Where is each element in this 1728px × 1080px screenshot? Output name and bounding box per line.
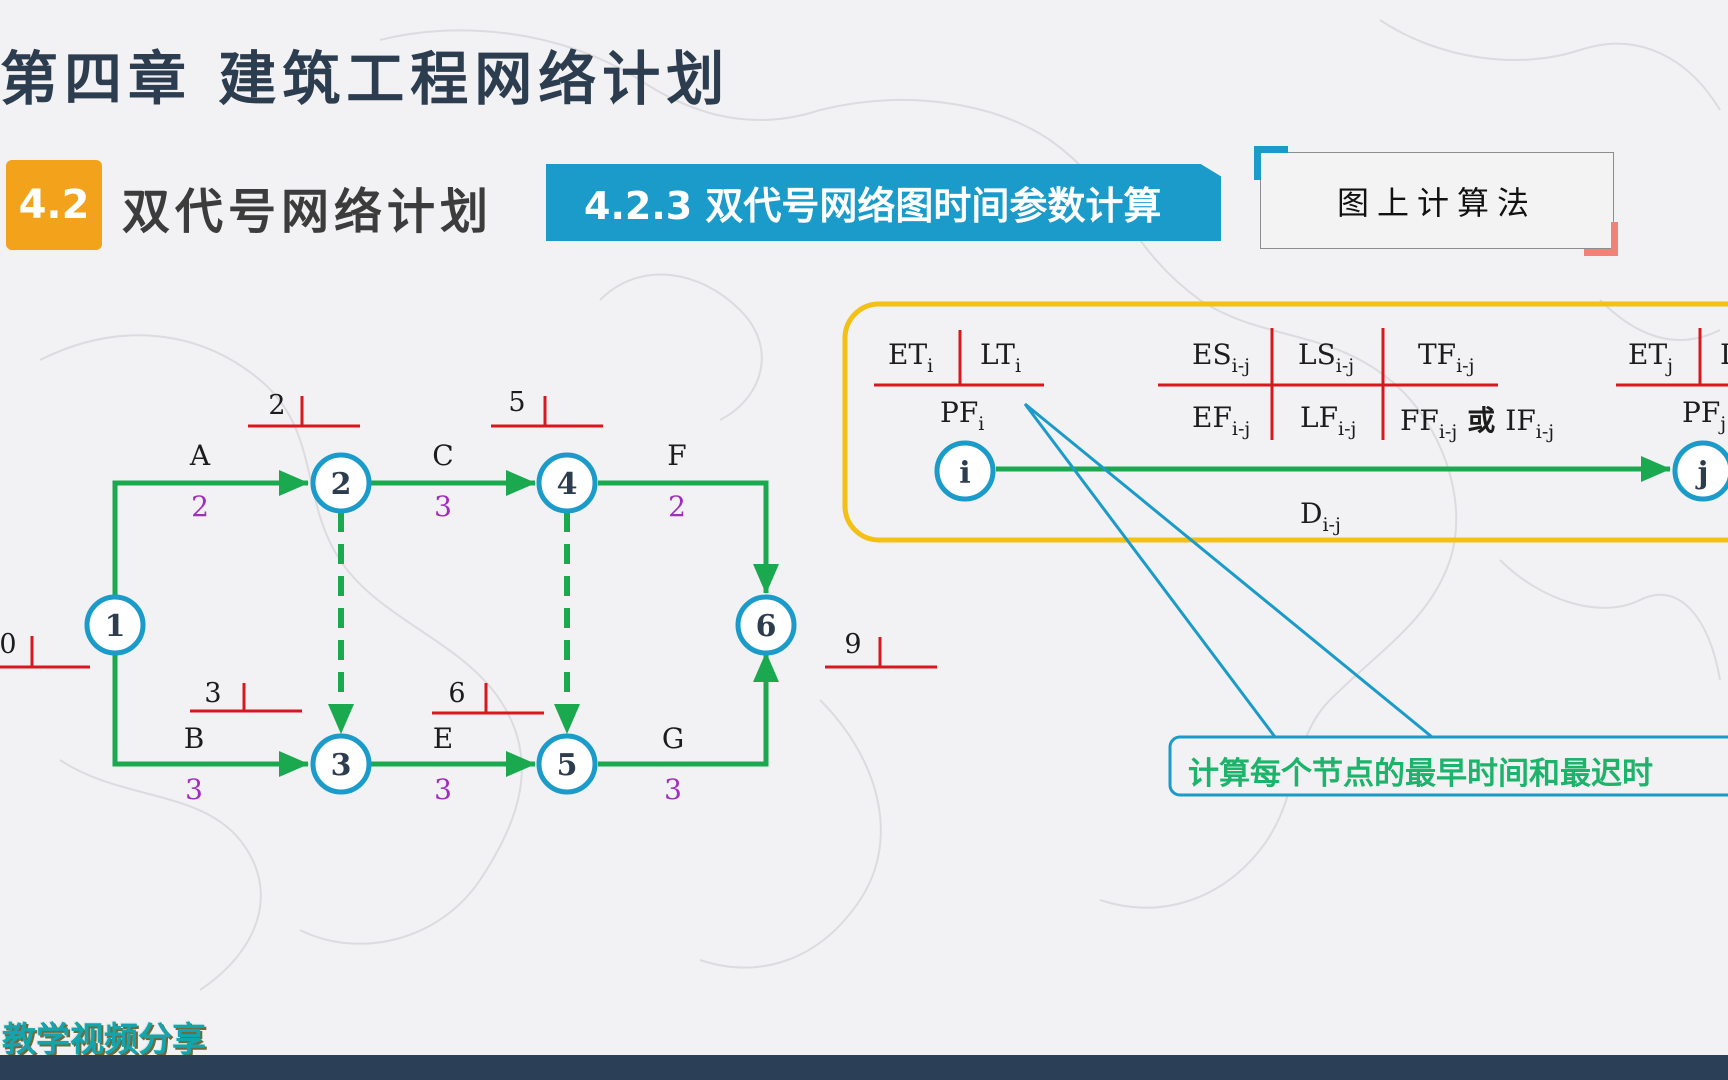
earliest-time-node-4: 5	[508, 387, 525, 418]
legend-lf: LFi-j	[1300, 401, 1356, 440]
legend-node-i-label: i	[959, 456, 970, 491]
legend-cross-node-i	[874, 330, 1044, 387]
chapter-title: 第四章 建筑工程网络计划	[0, 45, 731, 113]
legend-lt-i: LTi	[980, 338, 1021, 377]
legend-et-i: ETi	[888, 338, 933, 377]
earliest-time-node-5: 6	[448, 678, 465, 709]
time-bracket-node-5	[432, 683, 544, 715]
node-3	[310, 733, 372, 795]
legend-lt-j-partial: L	[1720, 338, 1728, 371]
earliest-time-node-6: 9	[844, 629, 861, 660]
node-1	[84, 594, 146, 656]
legend-node-i	[934, 440, 996, 502]
activity-arrow-G	[598, 652, 779, 767]
node-2	[310, 452, 372, 514]
activity-name-B: B	[184, 722, 205, 755]
section-title: 双代号网络计划	[122, 184, 494, 240]
activity-arrow-B	[112, 635, 309, 777]
time-bracket-node-1	[0, 636, 90, 669]
legend-duration: Di-j	[1300, 497, 1341, 536]
node-1-label: 1	[105, 609, 126, 644]
legend-pf-i: PFi	[940, 396, 984, 435]
activity-duration-G: 3	[664, 773, 682, 806]
legend-node-j-label: j	[1695, 456, 1709, 491]
corner-accent-top-left	[1254, 146, 1288, 180]
legend-tf: TFi-j	[1418, 338, 1475, 377]
node-2-label: 2	[331, 467, 352, 502]
activity-duration-B: 3	[185, 773, 203, 806]
bottom-bar	[0, 1055, 1728, 1080]
earliest-time-node-1: 0	[0, 629, 17, 660]
legend-ls: LSi-j	[1298, 338, 1354, 377]
activity-duration-A: 2	[191, 490, 209, 523]
method-label: 图上计算法	[1336, 183, 1537, 222]
node-4-label: 4	[557, 467, 578, 502]
activity-arrow-F	[598, 480, 779, 594]
activity-duration-C: 3	[434, 490, 452, 523]
activity-arrow-A	[112, 470, 309, 615]
legend-node-j	[1672, 440, 1728, 502]
activity-duration-E: 3	[434, 773, 452, 806]
legend-cross-activity	[1158, 328, 1498, 440]
activity-name-C: C	[432, 439, 453, 472]
activity-name-A: A	[189, 439, 211, 472]
legend-frame	[842, 301, 1728, 543]
time-bracket-node-2	[248, 396, 360, 428]
activity-duration-F: 2	[668, 490, 686, 523]
node-6	[735, 594, 797, 656]
legend-pf-j: PFj	[1682, 396, 1726, 435]
time-bracket-node-4	[491, 396, 603, 428]
section-number-badge: 4.2	[6, 160, 102, 250]
node-5-label: 5	[557, 748, 578, 783]
legend-et-j: ETj	[1628, 338, 1673, 377]
footer-label: 教学视频分享	[2, 1020, 206, 1060]
time-bracket-node-6	[825, 637, 937, 669]
legend-es: ESi-j	[1192, 338, 1250, 377]
node-3-label: 3	[331, 748, 352, 783]
node-5	[536, 733, 598, 795]
corner-accent-bottom-right	[1584, 222, 1618, 256]
subsection-banner: 4.2.3 双代号网络图时间参数计算	[546, 164, 1221, 241]
activity-name-F: F	[667, 439, 686, 472]
node-6-label: 6	[756, 609, 777, 644]
earliest-time-node-2: 2	[268, 390, 285, 421]
activity-name-E: E	[433, 722, 453, 755]
method-label-box: 图上计算法	[1260, 152, 1614, 249]
activity-name-G: G	[662, 722, 684, 755]
callout-box	[1168, 735, 1728, 797]
legend-cross-node-j	[1616, 328, 1728, 387]
legend-ef: EFi-j	[1192, 401, 1250, 440]
callout-text: 计算每个节点的最早时间和最迟时	[1188, 756, 1653, 792]
earliest-time-node-3: 3	[204, 678, 221, 709]
callout-pointer	[1023, 402, 1433, 739]
subsection-title: 4.2.3 双代号网络图时间参数计算	[584, 184, 1162, 228]
node-4	[536, 452, 598, 514]
time-bracket-node-3	[190, 683, 302, 713]
